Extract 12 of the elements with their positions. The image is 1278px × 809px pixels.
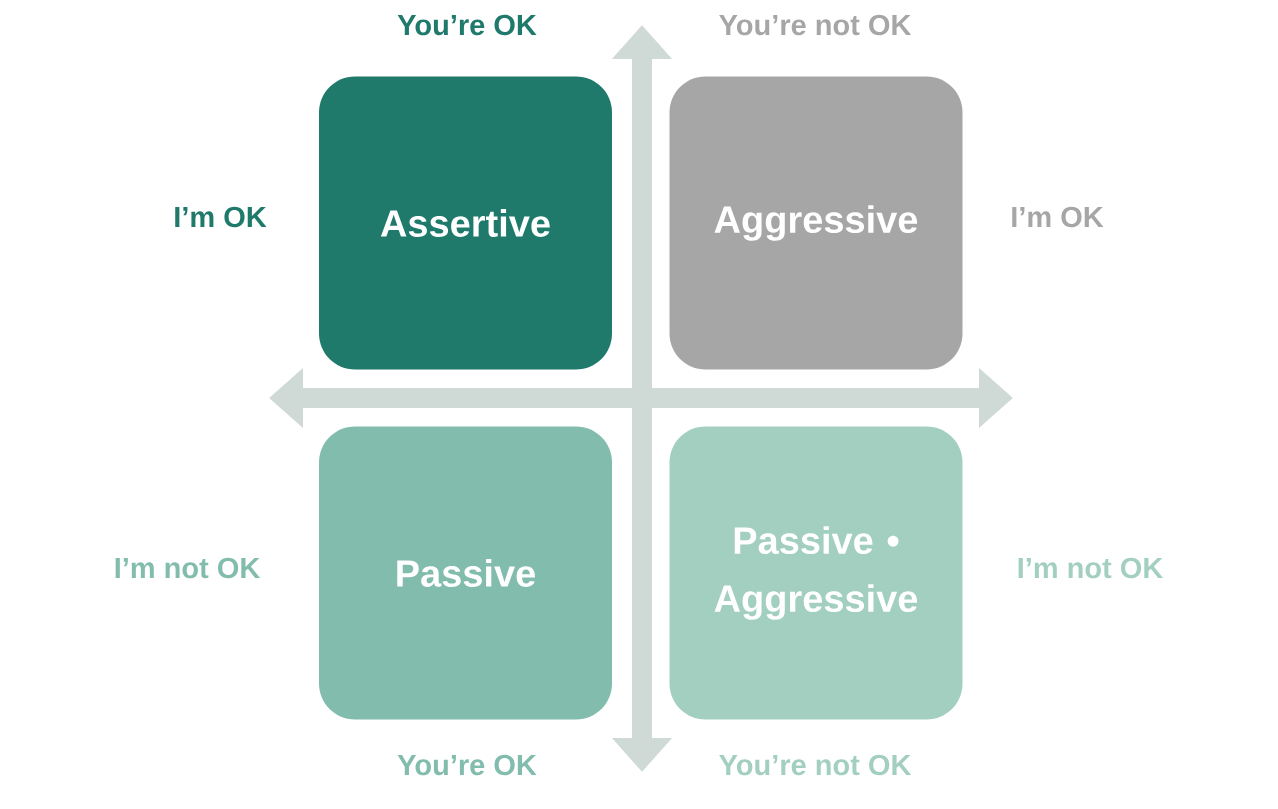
- quadrant-box: Aggressive: [669, 76, 963, 370]
- axis-label: I’m OK: [175, 206, 267, 228]
- axis-label: You’re not OK: [719, 754, 912, 776]
- quadrant-box: Passive: [319, 426, 612, 720]
- axis-label: I’m not OK: [1018, 557, 1164, 579]
- axis-label: You’re not OK: [719, 14, 912, 36]
- quadrant-box: Passive • Aggressive: [669, 426, 963, 720]
- axis-label: You’re OK: [397, 14, 537, 36]
- axis-label: I’m not OK: [115, 557, 261, 579]
- axis-label: You’re OK: [397, 754, 537, 776]
- axis-label: I’m OK: [1012, 206, 1104, 228]
- quadrant-box: Assertive: [319, 76, 612, 370]
